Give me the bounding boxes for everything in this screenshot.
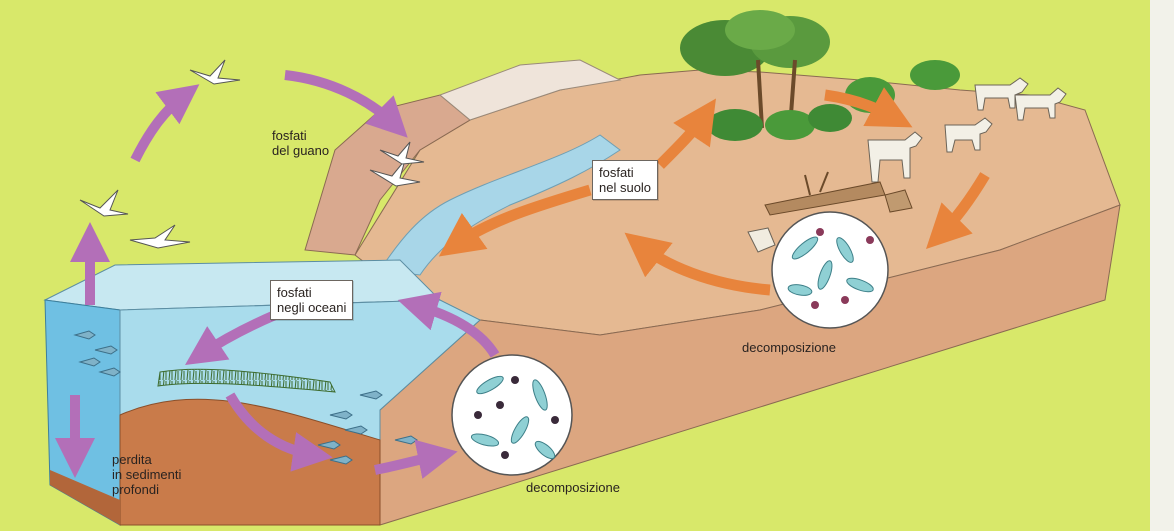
label-decomposition-land: decomposizione xyxy=(742,340,836,355)
microbe-circle-land xyxy=(772,212,888,328)
label-ocean-phosphates: fosfati negli oceani xyxy=(270,280,353,320)
microbe-circle-sea xyxy=(452,355,572,475)
label-decomposition-sea: decomposizione xyxy=(526,480,620,495)
label-guano-phosphates: fosfati del guano xyxy=(272,128,329,158)
label-soil-phosphates: fosfati nel suolo xyxy=(592,160,658,200)
label-loss-deep-sediments: perdita in sedimenti profondi xyxy=(112,452,181,497)
arrow-bird-rise xyxy=(135,95,185,160)
page-margin xyxy=(1150,0,1174,531)
